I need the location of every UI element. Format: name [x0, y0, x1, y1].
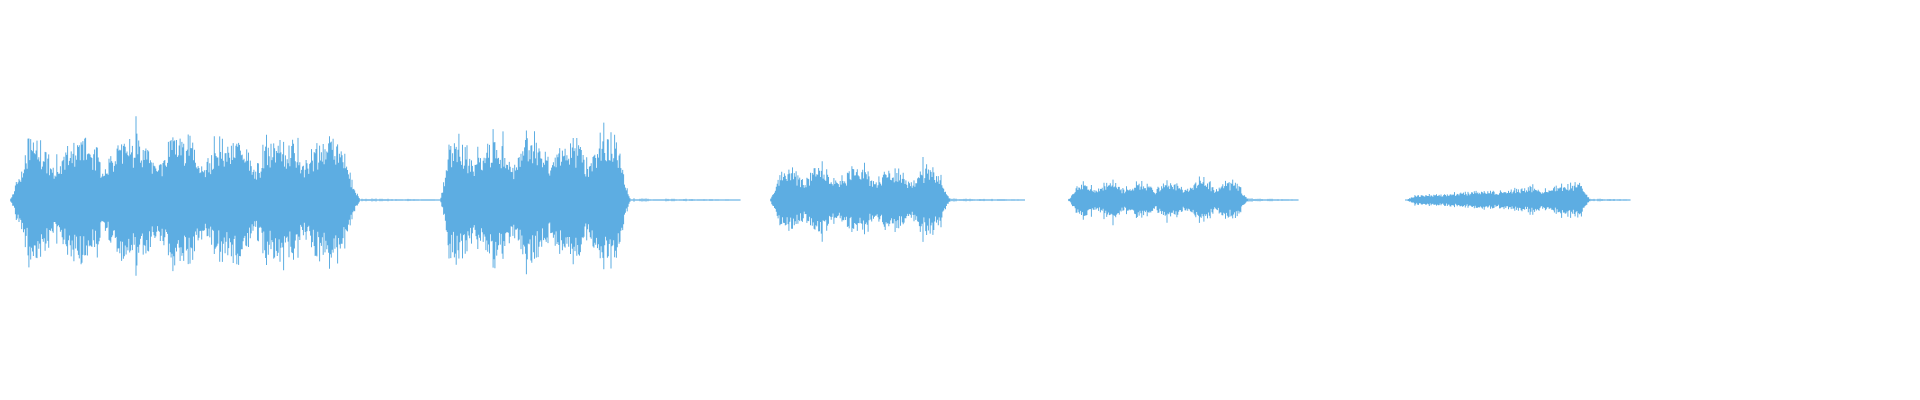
waveform-segment-2 — [440, 122, 741, 275]
waveform-segment-1 — [10, 116, 441, 276]
waveform-body — [770, 157, 950, 242]
waveform-segments — [10, 116, 1631, 276]
waveform-body — [10, 116, 360, 276]
waveform-segment-3 — [770, 157, 1025, 242]
waveform-body — [1068, 176, 1248, 226]
waveform-segment-4 — [1068, 176, 1299, 226]
waveform-body — [440, 122, 631, 275]
waveform-segment-5 — [1405, 182, 1631, 218]
